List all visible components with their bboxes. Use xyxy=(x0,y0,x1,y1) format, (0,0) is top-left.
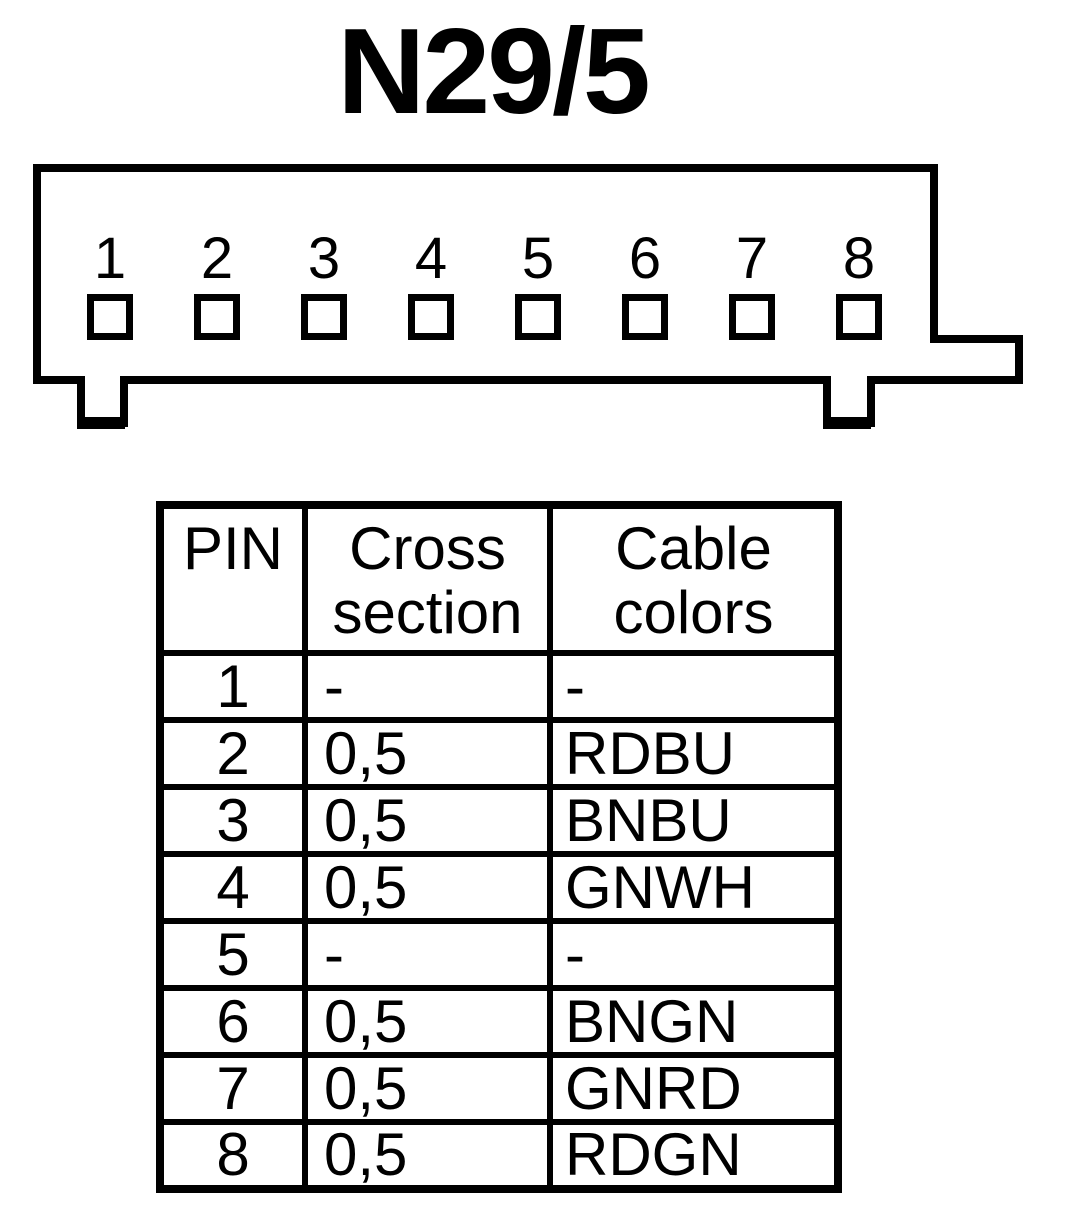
cell-cable-color: GNWH xyxy=(547,851,841,924)
pin-number-3: 3 xyxy=(308,226,340,291)
cell-cable-color: RDGN xyxy=(547,1119,841,1192)
table-row-pin-1: 1 - - xyxy=(157,650,841,723)
cell-pin: 3 xyxy=(157,784,308,857)
cell-cable-color: GNRD xyxy=(547,1052,841,1125)
pin-slot-1 xyxy=(87,294,133,340)
pin-slot-3 xyxy=(301,294,347,340)
cell-cross-section: - xyxy=(302,650,553,723)
table-row-pin-7: 7 0,5 GNRD xyxy=(157,1052,841,1125)
pin-table: PIN Cross section Cable colors 1 - - 2 0… xyxy=(156,501,842,1193)
cell-pin: 2 xyxy=(157,717,308,790)
cell-cable-color: - xyxy=(547,650,841,723)
col-header-cable-colors: Cable colors xyxy=(547,502,841,656)
cell-pin: 4 xyxy=(157,851,308,924)
table-row-pin-4: 4 0,5 GNWH xyxy=(157,851,841,924)
cell-cross-section: 0,5 xyxy=(302,985,553,1058)
cell-cross-section: 0,5 xyxy=(302,784,553,857)
cell-cross-section: - xyxy=(302,918,553,991)
cell-cross-section: 0,5 xyxy=(302,1052,553,1125)
pin-number-8: 8 xyxy=(843,226,875,291)
cell-pin: 6 xyxy=(157,985,308,1058)
pin-number-6: 6 xyxy=(629,226,661,291)
cell-pin: 1 xyxy=(157,650,308,723)
cell-cable-color: BNBU xyxy=(547,784,841,857)
table-row-pin-5: 5 - - xyxy=(157,918,841,991)
pin-slot-6 xyxy=(622,294,668,340)
table-row-pin-8: 8 0,5 RDGN xyxy=(157,1119,841,1192)
pin-number-7: 7 xyxy=(736,226,768,291)
pin-number-5: 5 xyxy=(522,226,554,291)
pin-slot-7 xyxy=(729,294,775,340)
cell-cable-color: BNGN xyxy=(547,985,841,1058)
connector-diagram: 1 2 3 4 5 6 7 8 xyxy=(33,164,1023,429)
pin-slot-5 xyxy=(515,294,561,340)
pin-number-1: 1 xyxy=(94,226,126,291)
cell-pin: 7 xyxy=(157,1052,308,1125)
cell-pin: 5 xyxy=(157,918,308,991)
table-row-pin-6: 6 0,5 BNGN xyxy=(157,985,841,1058)
cell-pin: 8 xyxy=(157,1119,308,1192)
page-title: N29/5 xyxy=(337,3,651,139)
table-row-pin-3: 3 0,5 BNBU xyxy=(157,784,841,857)
col-header-pin: PIN xyxy=(157,502,308,656)
table-row-pin-2: 2 0,5 RDBU xyxy=(157,717,841,790)
connector-mount-foot-left xyxy=(77,417,125,429)
pin-slot-2 xyxy=(194,294,240,340)
pin-number-4: 4 xyxy=(415,226,447,291)
cell-cross-section: 0,5 xyxy=(302,1119,553,1192)
connector-mount-foot-right xyxy=(823,417,871,429)
pin-number-2: 2 xyxy=(201,226,233,291)
col-header-cross-section: Cross section xyxy=(302,502,553,656)
cell-cable-color: RDBU xyxy=(547,717,841,790)
table-header-row: PIN Cross section Cable colors xyxy=(157,502,841,656)
cell-cross-section: 0,5 xyxy=(302,851,553,924)
pin-slot-8 xyxy=(836,294,882,340)
pin-slot-4 xyxy=(408,294,454,340)
cell-cross-section: 0,5 xyxy=(302,717,553,790)
cell-cable-color: - xyxy=(547,918,841,991)
